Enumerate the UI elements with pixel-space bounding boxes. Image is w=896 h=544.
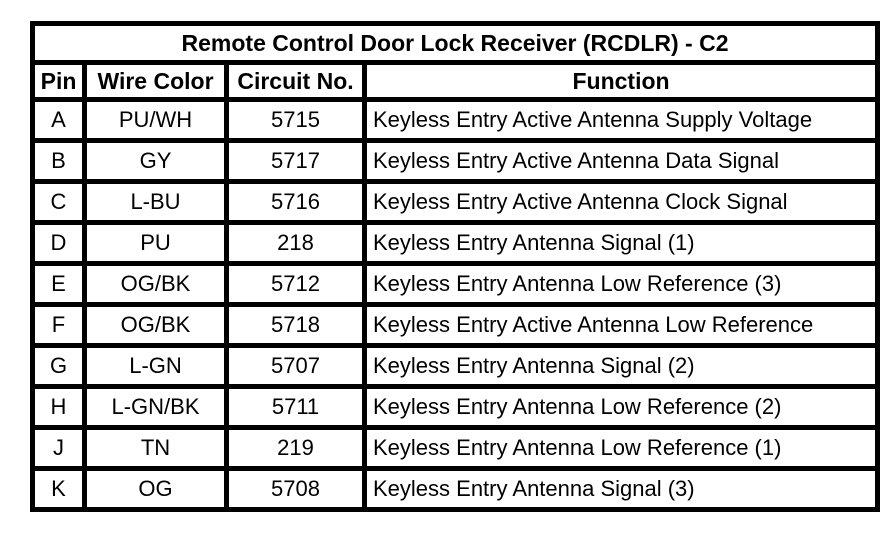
column-header-wire-color: Wire Color <box>82 60 229 102</box>
function-cell: Keyless Entry Active Antenna Data Signal <box>361 138 881 184</box>
wire-color-cell: OG <box>82 466 229 512</box>
circuit-no-cell: 219 <box>224 425 367 471</box>
table-row: F OG/BK 5718 Keyless Entry Active Antenn… <box>30 302 881 348</box>
table-row: G L-GN 5707 Keyless Entry Antenna Signal… <box>30 343 881 389</box>
table-title-row: Remote Control Door Lock Receiver (RCDLR… <box>29 21 881 65</box>
pin-cell: G <box>30 343 87 389</box>
circuit-no-cell: 5718 <box>224 302 367 348</box>
table-row: K OG 5708 Keyless Entry Antenna Signal (… <box>30 466 881 512</box>
wire-color-cell: L-GN <box>82 343 229 389</box>
pin-cell: F <box>30 302 87 348</box>
function-cell: Keyless Entry Active Antenna Supply Volt… <box>361 97 881 143</box>
function-cell: Keyless Entry Antenna Signal (2) <box>361 343 881 389</box>
column-header-pin: Pin <box>30 60 87 102</box>
pin-cell: A <box>30 97 87 143</box>
table-body: A PU/WH 5715 Keyless Entry Active Antenn… <box>30 97 881 512</box>
function-cell: Keyless Entry Antenna Low Reference (3) <box>361 261 881 307</box>
circuit-no-cell: 5708 <box>224 466 367 512</box>
pin-cell: D <box>30 220 87 266</box>
circuit-no-cell: 5715 <box>224 97 367 143</box>
table-header-row: Pin Wire Color Circuit No. Function <box>30 60 881 102</box>
wire-color-cell: PU/WH <box>82 97 229 143</box>
table-row: D PU 218 Keyless Entry Antenna Signal (1… <box>30 220 881 266</box>
table-row: H L-GN/BK 5711 Keyless Entry Antenna Low… <box>30 384 881 430</box>
table-row: B GY 5717 Keyless Entry Active Antenna D… <box>30 138 881 184</box>
function-cell: Keyless Entry Antenna Low Reference (1) <box>361 425 881 471</box>
column-header-function: Function <box>361 60 881 102</box>
circuit-no-cell: 5716 <box>224 179 367 225</box>
circuit-no-cell: 5712 <box>224 261 367 307</box>
pin-cell: C <box>30 179 87 225</box>
wire-color-cell: L-GN/BK <box>82 384 229 430</box>
wire-color-cell: GY <box>82 138 229 184</box>
column-header-circuit-no: Circuit No. <box>224 60 367 102</box>
table-row: J TN 219 Keyless Entry Antenna Low Refer… <box>30 425 881 471</box>
wire-color-cell: OG/BK <box>82 302 229 348</box>
table-row: E OG/BK 5712 Keyless Entry Antenna Low R… <box>30 261 881 307</box>
function-cell: Keyless Entry Antenna Low Reference (2) <box>361 384 881 430</box>
function-cell: Keyless Entry Active Antenna Clock Signa… <box>361 179 881 225</box>
function-cell: Keyless Entry Antenna Signal (1) <box>361 220 881 266</box>
circuit-no-cell: 5707 <box>224 343 367 389</box>
circuit-no-cell: 218 <box>224 220 367 266</box>
table-row: A PU/WH 5715 Keyless Entry Active Antenn… <box>30 97 881 143</box>
rcdlr-connector-pinout-table: Remote Control Door Lock Receiver (RCDLR… <box>29 21 881 512</box>
wire-color-cell: TN <box>82 425 229 471</box>
table-title: Remote Control Door Lock Receiver (RCDLR… <box>29 21 881 65</box>
function-cell: Keyless Entry Antenna Signal (3) <box>361 466 881 512</box>
pin-cell: J <box>30 425 87 471</box>
pin-cell: B <box>30 138 87 184</box>
wire-color-cell: L-BU <box>82 179 229 225</box>
table-row: C L-BU 5716 Keyless Entry Active Antenna… <box>30 179 881 225</box>
pin-cell: E <box>30 261 87 307</box>
circuit-no-cell: 5717 <box>224 138 367 184</box>
function-cell: Keyless Entry Active Antenna Low Referen… <box>361 302 881 348</box>
wire-color-cell: OG/BK <box>82 261 229 307</box>
pin-cell: H <box>30 384 87 430</box>
circuit-no-cell: 5711 <box>224 384 367 430</box>
wire-color-cell: PU <box>82 220 229 266</box>
pin-cell: K <box>30 466 87 512</box>
